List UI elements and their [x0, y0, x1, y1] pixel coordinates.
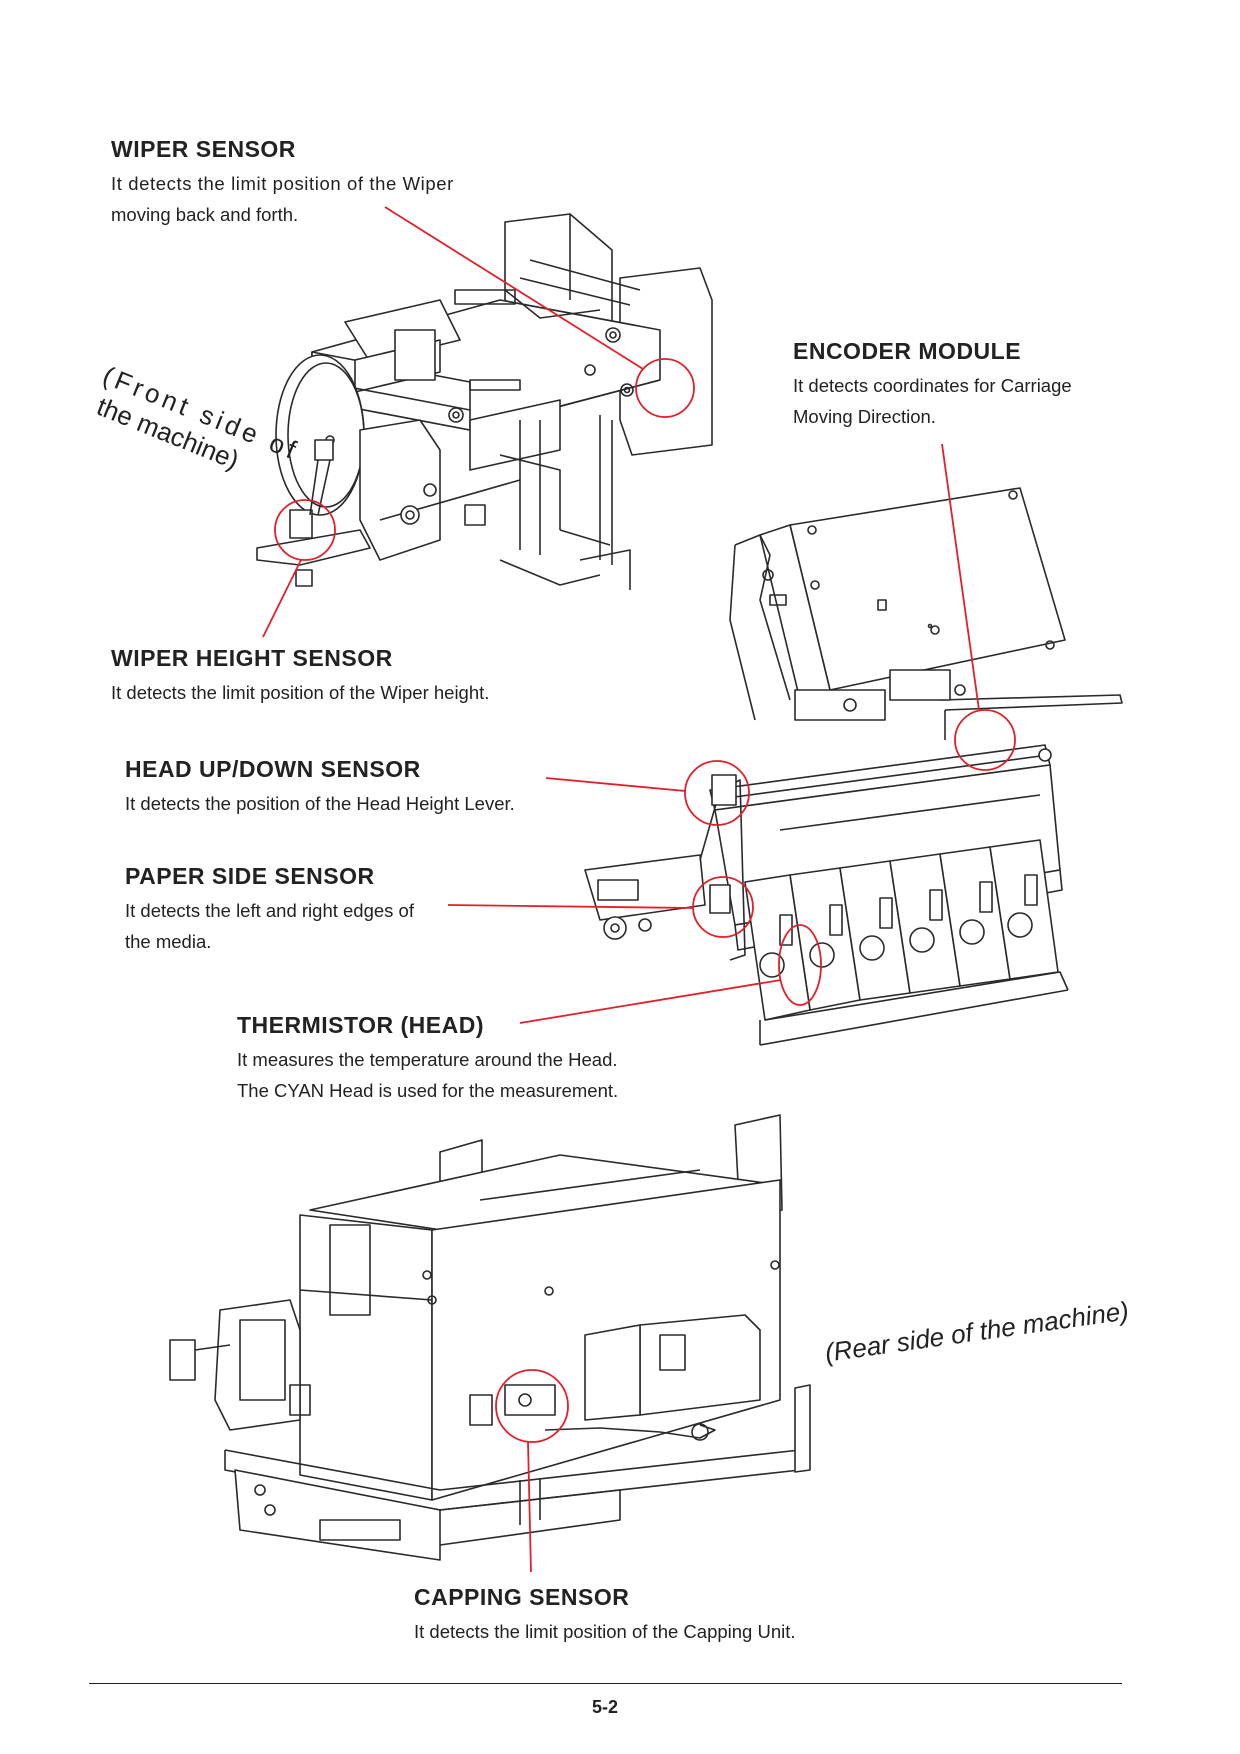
wiper-sensor-callout-circle: [635, 358, 695, 418]
encoder-module-desc-line2: Moving Direction.: [793, 406, 936, 427]
wiper-sensor-desc-line1: It detects the limit position of the Wip…: [111, 173, 454, 194]
thermistor-head-desc-line2: The CYAN Head is used for the measuremen…: [237, 1080, 619, 1101]
wiper-height-leader: [262, 559, 302, 638]
print-heads: [744, 839, 1059, 1021]
paper-side-callout-circle: [692, 876, 754, 938]
head-updown-sensor-title: HEAD UP/DOWN SENSOR: [125, 756, 421, 782]
wiper-sensor-label: WIPER SENSOR It detects the limit positi…: [111, 136, 454, 230]
paper-side-sensor-label: PAPER SIDE SENSOR It detects the left an…: [125, 863, 414, 957]
capping-leader: [527, 1441, 532, 1573]
thermistor-head-desc-line1: It measures the temperature around the H…: [237, 1049, 618, 1070]
wiper-sensor-leader: [384, 206, 644, 370]
encoder-callout-circle: [954, 709, 1016, 771]
paper-side-sensor-desc-line2: the media.: [125, 931, 212, 952]
wiper-height-sensor-desc: It detects the limit position of the Wip…: [111, 682, 490, 703]
capping-sensor-desc: It detects the limit position of the Cap…: [414, 1621, 796, 1642]
page-number: 5-2: [591, 1697, 618, 1717]
capping-sensor-title: CAPPING SENSOR: [414, 1584, 630, 1610]
wiper-height-sensor-label: WIPER HEIGHT SENSOR It detects the limit…: [111, 645, 489, 708]
capping-callout-circle: [495, 1369, 569, 1443]
head-updown-sensor-desc: It detects the position of the Head Heig…: [125, 793, 515, 814]
wiper-sensor-title: WIPER SENSOR: [111, 136, 296, 162]
thermistor-head-label: THERMISTOR (HEAD) It measures the temper…: [237, 1012, 618, 1106]
capping-unit-drawing: [169, 1114, 811, 1561]
thermistor-leader: [519, 979, 782, 1024]
wiper-unit-drawing: [256, 213, 713, 590]
paper-side-leader: [447, 904, 694, 909]
encoder-module-label: ENCODER MODULE It detects coordinates fo…: [793, 338, 1072, 432]
thermistor-head-title: THERMISTOR (HEAD): [237, 1012, 485, 1038]
wiper-sensor-desc-line2: moving back and forth.: [111, 204, 299, 225]
encoder-module-desc-line1: It detects coordinates for Carriage: [793, 375, 1072, 396]
wiper-height-sensor-title: WIPER HEIGHT SENSOR: [111, 645, 393, 671]
paper-side-sensor-desc-line1: It detects the left and right edges of: [125, 900, 414, 921]
carriage-drawing: [584, 487, 1123, 1046]
head-updown-leader: [545, 777, 686, 792]
wiper-height-callout-circle: [274, 499, 336, 561]
footer-rule: [89, 1683, 1122, 1684]
head-updown-sensor-label: HEAD UP/DOWN SENSOR It detects the posit…: [125, 756, 515, 819]
paper-side-sensor-title: PAPER SIDE SENSOR: [125, 863, 375, 889]
encoder-module-title: ENCODER MODULE: [793, 338, 1022, 364]
head-updown-callout-circle: [684, 760, 750, 826]
thermistor-callout-circle: [778, 924, 822, 1006]
callout-overlay: [262, 206, 1016, 1573]
encoder-leader: [941, 443, 980, 711]
capping-sensor-label: CAPPING SENSOR It detects the limit posi…: [414, 1584, 796, 1647]
